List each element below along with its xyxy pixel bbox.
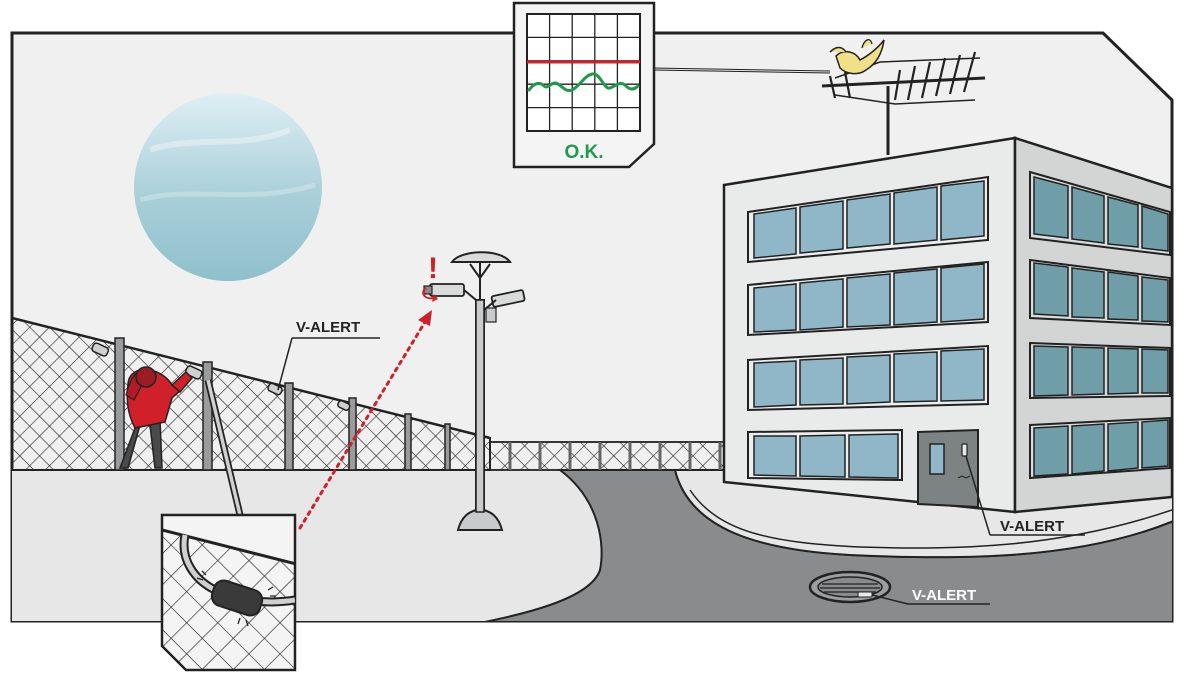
camera-rotate-icon [422,287,435,300]
security-camera-right [483,289,526,323]
rooftop-antenna [821,39,986,155]
alert-signal-path [298,310,432,530]
signal-wave [527,72,640,92]
moon [134,93,322,281]
fence-sensor-callout: V-ALERT [277,319,380,391]
perimeter-fence [12,316,725,471]
door-sensor-label: V-ALERT [1000,518,1064,535]
camera-alert-mark: ! [428,252,438,285]
manhole-sensor-label: V-ALERT [912,587,976,604]
signal-graph [526,13,641,132]
building-door [917,428,979,509]
monitoring-panel: O.K. [512,1,656,169]
fence-sensor-label: V-ALERT [296,319,360,336]
vibration-sensor-unit [210,579,264,617]
security-camera-left [423,283,477,301]
monitor-status-label: O.K. [564,142,603,163]
sensor-detail-inset [160,513,297,672]
building: V-ALERT [722,136,1174,536]
manhole-cover: V-ALERT [808,570,990,605]
camera-lamp-post: ! [422,251,526,531]
bird-on-antenna [829,39,885,75]
intruder-figure [118,366,194,469]
